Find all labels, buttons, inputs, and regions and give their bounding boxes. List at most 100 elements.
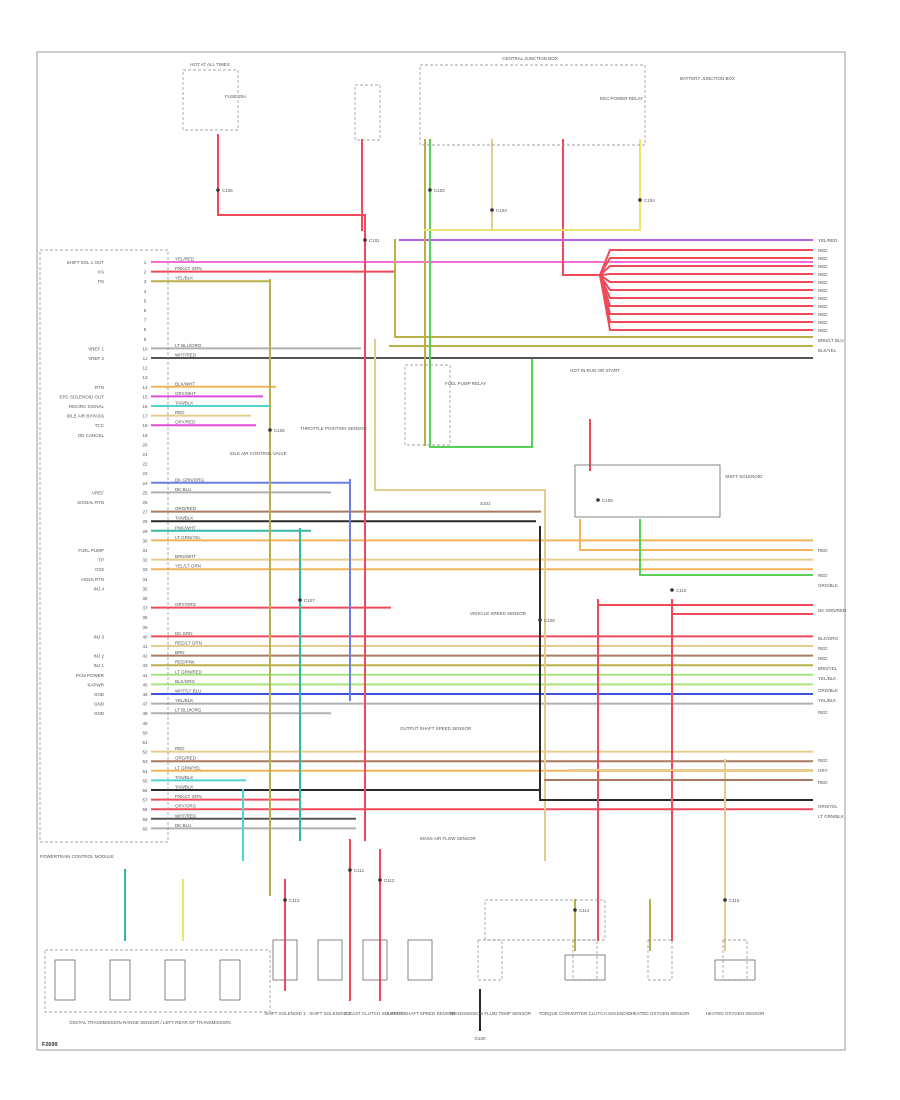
right-edge-label: DK GRN/RED [818, 608, 847, 613]
pcm-pin-number: 42 [142, 654, 148, 659]
pcm-pin-number: 59 [142, 817, 148, 822]
pcm-pin-number: 10 [142, 346, 148, 351]
pcm-relay-box [404, 364, 451, 446]
pcm-pin-number: 60 [142, 826, 148, 831]
pcm-pin-number: 11 [143, 356, 148, 361]
bottom-component [317, 939, 343, 981]
wire-color-code: GRY/WHT [175, 391, 196, 396]
iac-label: IDLE AIR CONTROL VALVE [230, 451, 287, 456]
trs-switch [109, 959, 131, 1001]
bottom-component-label: TRANSMISSION FLUID TEMP SENSOR [449, 1011, 532, 1016]
pcm-pin-label: INJ 1 [93, 663, 104, 668]
bottom-component-label: TORQUE CONVERTER CLUTCH SOLENOID [539, 1011, 632, 1016]
bottom-component [407, 939, 433, 981]
connector-label: C109 [602, 498, 613, 503]
red-bundle-wire [598, 273, 813, 315]
right-edge-label: LT GRN/BLK [818, 814, 844, 819]
pcm-pin-number: 9 [144, 337, 147, 342]
right-edge-label: RED [818, 272, 828, 277]
right-edge-label: RED [818, 758, 828, 763]
diagram-frame [36, 51, 846, 1051]
pcm-pin-number: 36 [142, 596, 148, 601]
connector-dot [348, 868, 352, 872]
pcm-pin-number: 58 [142, 807, 148, 812]
pcm-pin-label: TCC [95, 423, 105, 428]
wire-color-code: TAN/BLK [175, 785, 193, 790]
pcm-pin-number: 41 [142, 644, 148, 649]
shift-solenoid-label: SHIFT SOLENOID [725, 474, 763, 479]
trs-switch [54, 959, 76, 1001]
right-edge-label: RED [818, 573, 828, 578]
hego-sensor-c [714, 959, 756, 981]
connector-dot [298, 598, 302, 602]
pcm-pin-label: RECIRC SIGNAL [69, 404, 105, 409]
right-edge-label: RED [818, 288, 828, 293]
pcm-pin-label: GND [94, 692, 105, 697]
pcm-pin-number: 18 [142, 423, 148, 428]
trs-title: DIGITAL TRANSMISSION RANGE SENSOR / LEFT… [69, 1020, 230, 1025]
connector-dot [268, 428, 272, 432]
wire-color-code: LT GRN/YEL [175, 765, 201, 770]
pcm-pin-number: 48 [142, 711, 148, 716]
wire-color-code: GRY/RED [175, 420, 196, 425]
pcm-pin-number: 5 [144, 298, 147, 303]
pcm-pin-number: 34 [142, 577, 148, 582]
bottom-component [572, 939, 598, 981]
wire-color-code: LT GRN/YEL [175, 535, 201, 540]
pcm-pin-number: 47 [142, 702, 148, 707]
wire-color-code: ORG/RED [175, 506, 197, 511]
right-edge-label: RED [818, 248, 828, 253]
wire-color-code: LT GRN/RED [175, 669, 203, 674]
pcm-pin-label: PCM POWER [76, 673, 105, 678]
pcm-pin-number: 21 [142, 452, 148, 457]
pcm-pin-label: VREF 2 [88, 356, 104, 361]
bottom-component [362, 939, 388, 981]
pcm-pin-number: 50 [142, 730, 148, 735]
wire-color-code: ORG/RED [175, 756, 197, 761]
pcm-pin-number: 49 [142, 721, 148, 726]
component-layer [39, 64, 756, 1013]
pcm-pin-number: 8 [144, 327, 147, 332]
connector-dot [573, 908, 577, 912]
trs-switch [219, 959, 241, 1001]
text-layer: 1234567891011121314151617181920212223242… [40, 56, 847, 1041]
red-bundle-wire [598, 265, 813, 277]
pcm-pin-number: 16 [142, 404, 148, 409]
pcm-pin-number: 14 [142, 385, 148, 390]
connector-label: C105 [222, 188, 233, 193]
pcm-pin-number: 28 [142, 519, 148, 524]
pcm-pin-label: INJ 3 [93, 634, 104, 639]
bottom-component [647, 939, 673, 981]
right-edge-label: RED [818, 320, 828, 325]
connector-dot [283, 898, 287, 902]
tan-long-vertical [374, 339, 546, 861]
pcm-pin-number: 20 [142, 442, 148, 447]
pcm-pin-label: EPC SOLENOID OUT [59, 394, 104, 399]
wire-color-code: RED [175, 746, 185, 751]
pcm-pin-number: 24 [142, 481, 148, 486]
wire-color-code: GRY/ORG [175, 804, 197, 809]
pcm-pin-label: GND [94, 711, 105, 716]
wire-color-code: TAN/BLK [175, 401, 193, 406]
red-bundle-wire [598, 249, 813, 277]
pcm-pin-label: GND [94, 702, 105, 707]
bottom-component-label: OUTPUT SHAFT SPEED SENSOR [384, 1011, 456, 1016]
wire-color-code: YEL/LT GRN [175, 564, 201, 569]
wire-color-code: BRN [175, 650, 185, 655]
right-edge-label: GRY [818, 768, 828, 773]
pcm-pin-label: SIGNAL RTN [77, 500, 104, 505]
tps-label: THROTTLE POSITION SENSOR [300, 426, 368, 431]
trs-switch [164, 959, 186, 1001]
right-edge-label: RED [818, 264, 828, 269]
connector-dot [670, 588, 674, 592]
right-edge-label: ORG/BLK [818, 583, 838, 588]
connector-label: C101 [369, 238, 380, 243]
wire-color-code: RED/LT GRN [175, 641, 202, 646]
wire-color-code: WHT/RED [175, 353, 197, 358]
transmission-range-sensor [44, 949, 271, 1013]
power-relay-label: EEC POWER RELAY [600, 96, 643, 101]
right-edge-label: YEL/BLK [818, 698, 836, 703]
pcm-pin-number: 37 [142, 606, 148, 611]
pcm-pin-number: 52 [142, 750, 148, 755]
